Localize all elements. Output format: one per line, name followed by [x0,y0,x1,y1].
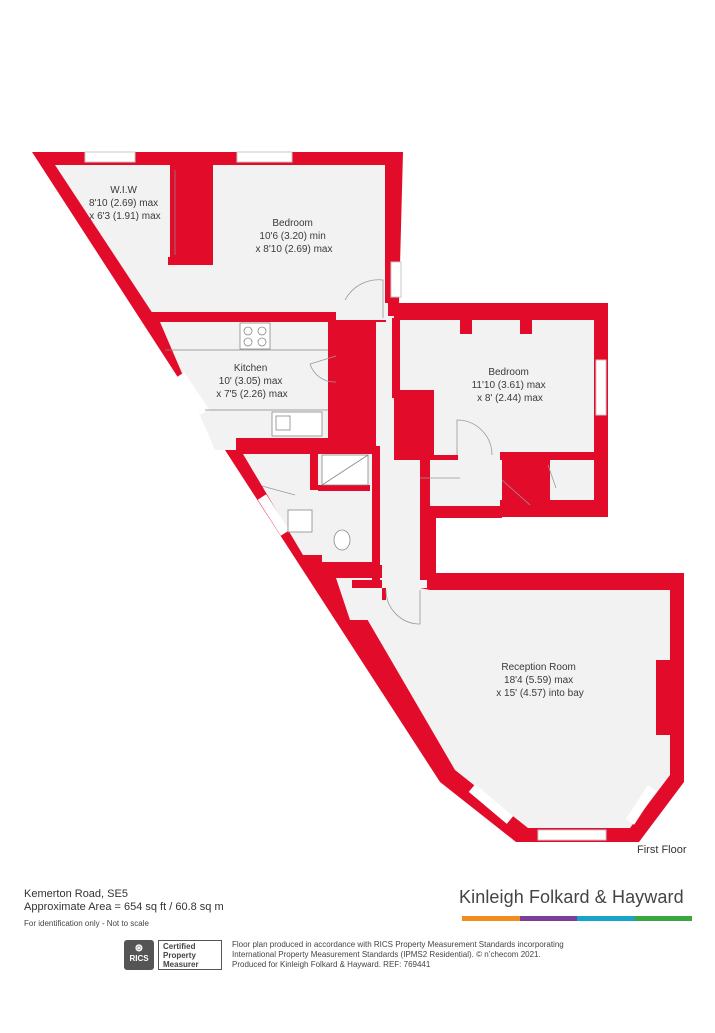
label-bedroom-2: Bedroom 11'10 (3.61) max x 8' (2.44) max [472,367,549,404]
wall-bed2-inner-left [428,395,434,455]
wall-bath-right [372,446,380,580]
door-kitchen [309,355,337,383]
door-bed2 [456,419,493,456]
window-bed1 [236,151,293,163]
brand-bar-purple [519,916,577,921]
label-reception: Reception Room 18'4 (5.59) max x 15' (4.… [496,662,584,699]
brand-bar-green [634,916,692,921]
wall-bed2-left [392,318,400,398]
hob-ring-4 [257,337,267,347]
floor-plan: W.I.W 8'10 (2.69) max x 6'3 (1.91) max B… [32,151,684,842]
floor-areas [55,165,670,828]
brand-bar-blue [577,916,635,921]
door-recep [385,589,421,625]
door-bed1 [344,279,384,318]
scale-note: For identification only - Not to scale [24,919,149,928]
wall-kitchen-bottom [236,438,336,446]
rics-certified-text: Certified Property Measurer [158,940,222,970]
property-info: Kemerton Road, SE5 Approximate Area = 65… [24,888,224,930]
wall-bed2-bottom [500,452,600,460]
wall-wiw-right [205,165,213,265]
brand-name: Kinleigh Folkard & Hayward [459,887,684,907]
address: Kemerton Road, SE5 [24,888,128,900]
window-bed1-side [390,261,402,298]
door-cupboard [547,464,557,489]
brand-bar-orange [462,916,520,921]
floor-wiw [55,165,388,320]
room-labels: W.I.W 8'10 (2.69) max x 6'3 (1.91) max B… [89,185,584,699]
rics-badge-icon: ⊛ RICS [124,940,154,970]
wall-landing-bottom [420,510,502,518]
floor-recep-entry [336,578,382,620]
wall-bed2-window-l [460,320,472,334]
rics-logo: ⊛ RICS Certified Property Measurer [124,940,222,970]
hob-ring-3 [243,337,253,347]
toilet-icon [333,529,351,551]
label-bedroom-1: Bedroom 10'6 (3.20) min x 8'10 (2.69) ma… [256,218,333,255]
door-bath [261,485,296,496]
doors [261,279,557,625]
floor-reception [356,588,670,828]
window-bath [257,494,290,536]
partitions [150,165,670,735]
label-wiw: W.I.W 8'10 (2.69) max x 6'3 (1.91) max [89,185,161,222]
approx-area: Approximate Area = 654 sq ft / 60.8 sq m [24,901,224,913]
rics-mark: RICS [129,954,149,963]
wall-chimney [656,660,670,735]
window-bed2-side [595,359,607,416]
wall-kitchen-right [328,320,336,440]
wall-wiw-bottom [168,257,213,265]
window-bay-right [625,785,657,825]
shower-diag [321,454,369,486]
window-wiw [84,151,136,163]
wall-bed2-window-r [520,320,532,334]
wall-hall-right [420,515,428,580]
label-kitchen: Kitchen 10' (3.05) max x 7'5 (2.26) max [216,363,287,400]
wall-cupboard [544,460,550,505]
hob-ring-1 [243,326,253,336]
floor-landing [430,460,500,506]
floor-label: First Floor [637,844,687,856]
window-bay-left [468,784,514,824]
wall-shower [318,485,370,491]
brand-color-bar [462,916,692,921]
window-bay [537,829,607,841]
floor-hall [336,316,427,588]
disclaimer: Floor plan produced in accordance with R… [232,940,564,969]
wall-bath-inner [310,450,318,490]
fixtures [165,170,369,551]
wall-recep-top-left [352,580,382,588]
windows [84,151,657,841]
basin-icon [287,509,313,533]
window-kitchen [175,372,210,415]
hob-ring-2 [257,326,267,336]
wall-bed2-ledge [392,390,434,398]
door-landing [501,479,531,506]
wall-bed1-bottom [150,312,336,320]
hob-icon [239,322,271,350]
wall-bath-bottom [322,562,380,570]
wall-bath-top [236,446,376,454]
sink-bowl [275,415,291,431]
